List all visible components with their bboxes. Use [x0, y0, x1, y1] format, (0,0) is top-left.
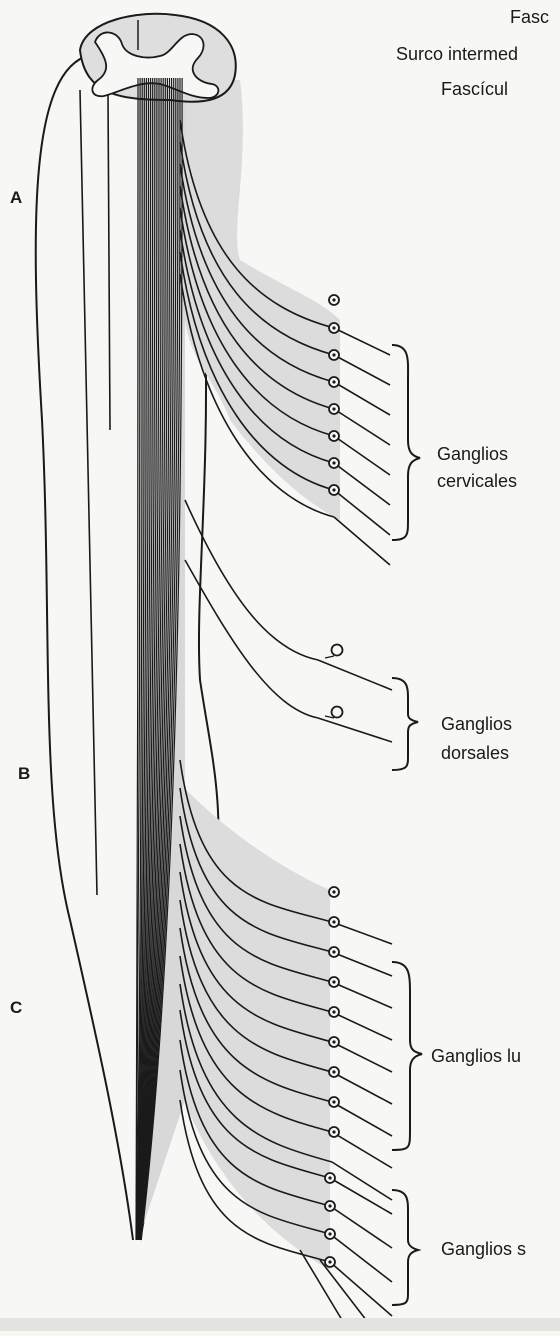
lumbar-ganglion-8-dot	[332, 1100, 335, 1103]
lumbar-root-8-outer	[332, 1132, 392, 1168]
sacral-root-1-outer	[330, 1178, 392, 1214]
sacral-ganglion-4-dot	[328, 1260, 331, 1263]
cervical-root-3-outer	[334, 382, 390, 415]
label-ganglios-dorsales-1: Ganglios	[441, 713, 512, 736]
dorsal-ganglion-2	[332, 707, 343, 718]
lumbar-ganglion-2-dot	[332, 920, 335, 923]
lumbar-root-4-outer	[332, 1012, 392, 1040]
label-ganglios-dorsales-2: dorsales	[441, 742, 509, 765]
label-fasciculo-2: Fascícul	[441, 78, 508, 101]
brace-cervicales	[392, 345, 420, 540]
cord-outline-left	[36, 55, 133, 1240]
cervical-root-1-outer	[334, 328, 390, 355]
label-ganglios-cervicales-2: cervicales	[437, 470, 517, 493]
cervical-ganglion-1-dot	[332, 298, 335, 301]
label-ganglios-sacros: Ganglios s	[441, 1238, 526, 1261]
lumbar-ganglion-5-dot	[332, 1010, 335, 1013]
page-bottom-edge	[0, 1318, 560, 1331]
region-c: C	[10, 998, 22, 1018]
cervical-ganglion-7-dot	[332, 461, 335, 464]
lumbar-root-7-outer	[332, 1102, 392, 1136]
dorsal-ganglion-1	[332, 645, 343, 656]
dorsal-root-outer-1	[318, 660, 392, 690]
lumbar-root-1-outer	[332, 922, 392, 944]
brace-sacros	[392, 1190, 418, 1305]
sacral-root-4-outer	[330, 1262, 392, 1316]
label-ganglios-lumbares: Ganglios lu	[431, 1045, 521, 1068]
lumbar-ganglion-4-dot	[332, 980, 335, 983]
cervical-ganglion-6-dot	[332, 434, 335, 437]
sacral-ganglion-2-dot	[328, 1204, 331, 1207]
cervical-ganglion-8-dot	[332, 488, 335, 491]
cervical-root-8-outer	[334, 517, 390, 565]
lumbar-ganglion-7-dot	[332, 1070, 335, 1073]
cervical-root-4-outer	[334, 409, 390, 445]
sacral-ganglion-3-dot	[328, 1232, 331, 1235]
cervical-ganglion-2-dot	[332, 326, 335, 329]
label-ganglios-cervicales-1: Ganglios	[437, 443, 508, 466]
cervical-root-7-outer	[334, 490, 390, 535]
cervical-ganglion-5-dot	[332, 407, 335, 410]
lumbar-ganglion-6-dot	[332, 1040, 335, 1043]
cross-section	[80, 14, 236, 102]
cervical-root-2-outer	[334, 355, 390, 385]
sacral-tail-1	[320, 1260, 370, 1325]
region-a: A	[10, 188, 22, 208]
sacral-ganglion-1-dot	[328, 1176, 331, 1179]
dorsal-root-1	[185, 500, 318, 660]
label-surco-intermedio: Surco intermed	[396, 43, 518, 66]
lumbar-ganglion-9-dot	[332, 1130, 335, 1133]
lumbar-ganglion-1-dot	[332, 890, 335, 893]
tract-line-2	[108, 95, 110, 430]
brace-lumbares	[392, 962, 422, 1150]
cervical-ganglion-3-dot	[332, 353, 335, 356]
lumbar-root-6-outer	[332, 1072, 392, 1104]
tract-line-1	[80, 90, 97, 895]
dorsal-stalk-1	[325, 656, 334, 658]
label-fasciculo: Fasc	[510, 6, 549, 29]
lumbar-root-3-outer	[332, 982, 392, 1008]
dorsal-root-2	[185, 560, 318, 718]
lumbar-root-9-outer	[332, 1162, 392, 1200]
lumbar-root-2-outer	[332, 952, 392, 976]
lumbar-root-5-outer	[332, 1042, 392, 1072]
cervical-ganglion-4-dot	[332, 380, 335, 383]
lumbar-ganglion-3-dot	[332, 950, 335, 953]
region-b: B	[18, 764, 30, 784]
brace-dorsales	[392, 678, 418, 770]
dorsal-root-outer-2	[318, 718, 392, 742]
